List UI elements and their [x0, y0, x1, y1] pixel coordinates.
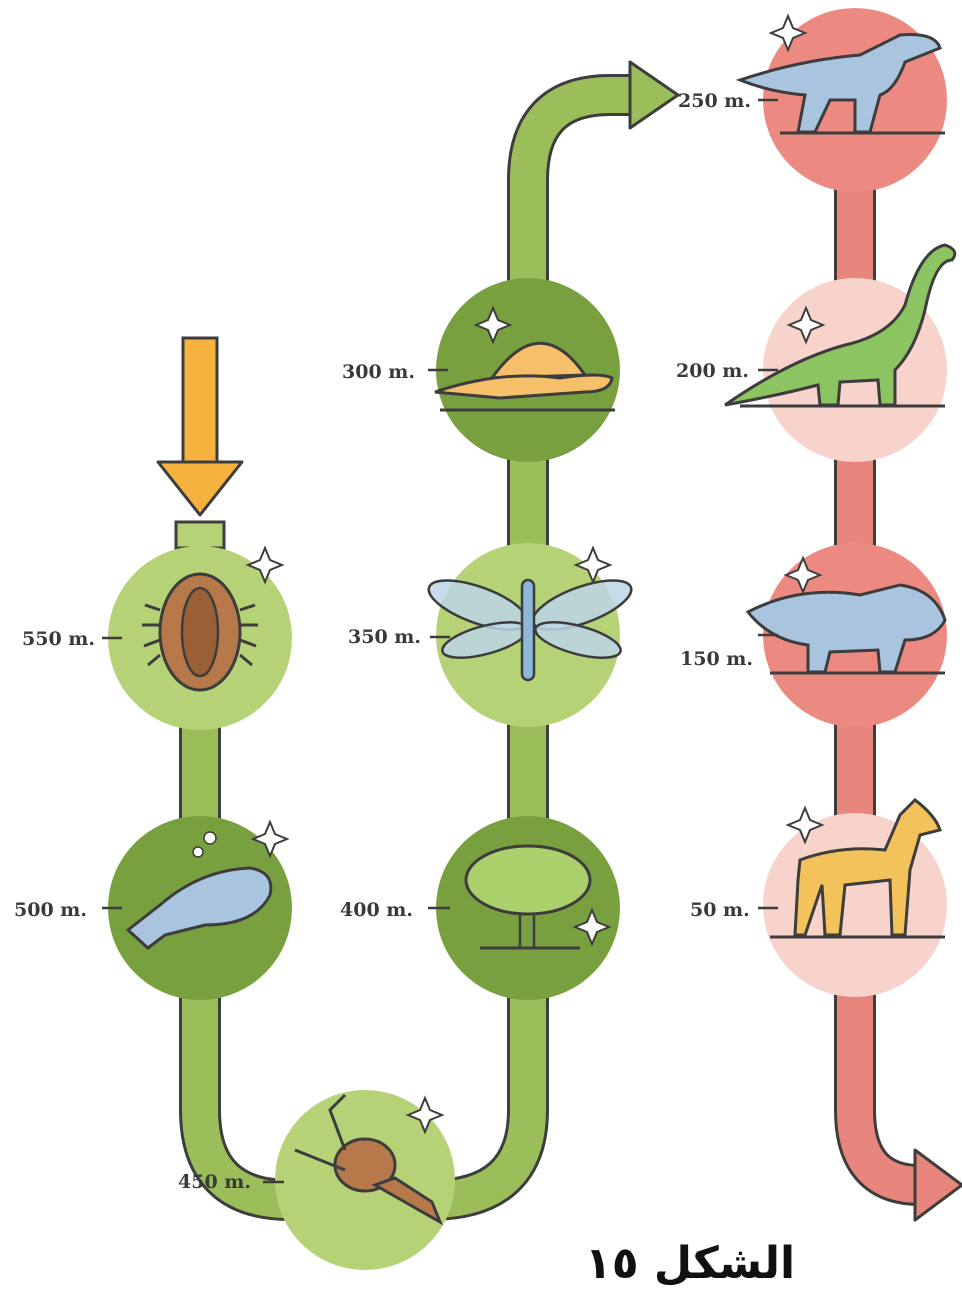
stage-label: 50 m.: [690, 899, 750, 921]
stage-label: 200 m.: [676, 360, 749, 382]
stage-400: 400 m.: [340, 816, 620, 1000]
stage-300: 300 m.: [342, 278, 620, 462]
stage-550: 550 m.: [22, 546, 292, 730]
stage-label: 300 m.: [342, 361, 415, 383]
stage-label: 150 m.: [680, 648, 753, 670]
start-arrow: [158, 338, 242, 515]
red-arrow-head: [915, 1150, 962, 1220]
stage-label: 550 m.: [22, 628, 95, 650]
green-arrow-head: [630, 62, 678, 128]
stage-label: 450 m.: [178, 1171, 251, 1193]
stage-label: 400 m.: [340, 899, 413, 921]
stage-label: 350 m.: [348, 626, 421, 648]
stage-500: 500 m.: [14, 816, 292, 1000]
stage-50: 50 m.: [690, 800, 947, 997]
stage-250: 250 m.: [678, 8, 947, 192]
stage-200: 200 m.: [676, 245, 955, 462]
stage-label: 500 m.: [14, 899, 87, 921]
figure-caption: الشكل ١٥: [570, 1238, 810, 1289]
stage-150: 150 m.: [680, 543, 947, 727]
stage-label: 250 m.: [678, 90, 751, 112]
